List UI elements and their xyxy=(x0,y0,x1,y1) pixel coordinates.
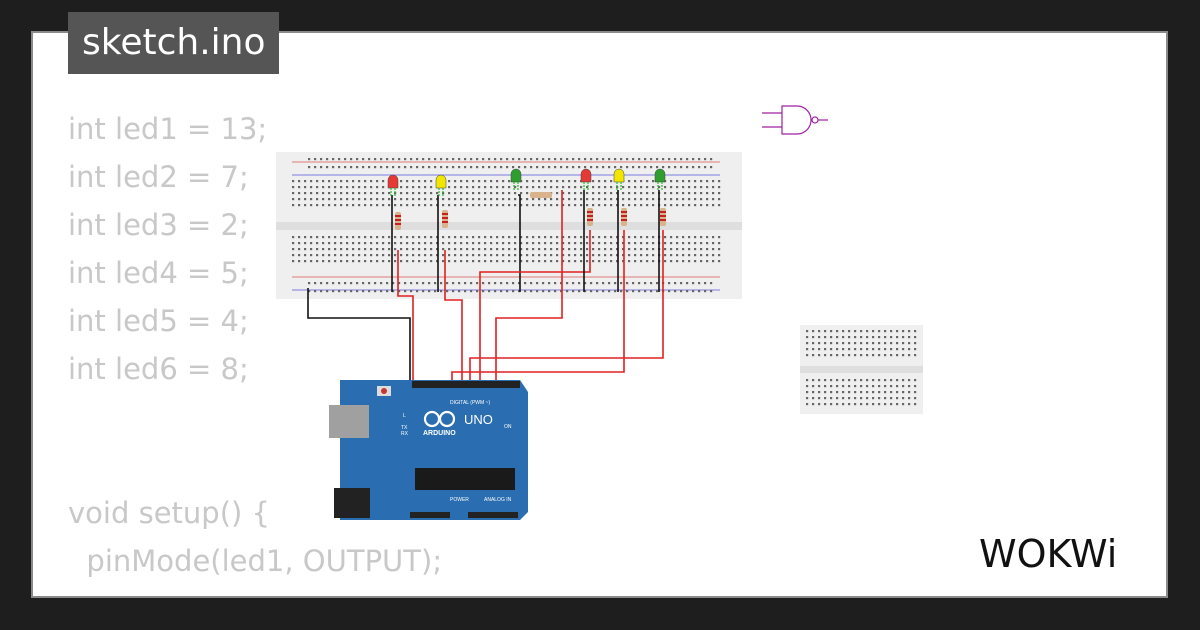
resistor-band xyxy=(442,213,448,215)
resistor-band xyxy=(442,217,448,219)
resistor-band xyxy=(660,215,666,217)
on-label: ON xyxy=(504,424,512,430)
code-line: pinMode(led1, OUTPUT); xyxy=(68,544,443,578)
rx-label: RX xyxy=(401,431,409,437)
digital-label: DIGITAL (PWM ~) xyxy=(450,400,490,406)
resistor-band xyxy=(395,219,401,221)
resistor-band xyxy=(660,219,666,221)
code-line: int led2 = 7; xyxy=(68,160,249,194)
code-line: pinMode(led2, OUTPUT); xyxy=(68,585,442,596)
mini-breadboard xyxy=(800,325,923,414)
leds xyxy=(387,168,666,196)
code-line: int led1 = 13; xyxy=(68,112,268,146)
sketch-filename: sketch.ino xyxy=(68,12,280,74)
led-red xyxy=(387,174,399,189)
resistor-band xyxy=(395,223,401,225)
code-line: int led5 = 4; xyxy=(68,304,249,338)
arduino-brand: ARDUINO xyxy=(423,430,456,437)
resistor-band xyxy=(621,215,627,217)
resistor-band xyxy=(621,211,627,213)
l-label: L xyxy=(403,413,406,419)
resistor-band xyxy=(621,219,627,221)
power-label: POWER xyxy=(450,497,469,503)
led-yellow xyxy=(613,168,625,183)
resistor-band xyxy=(587,215,593,217)
code-line: void setup() { xyxy=(68,496,270,530)
led-yellow xyxy=(435,174,447,189)
wokwi-logo: WOKWi xyxy=(979,532,1117,576)
resistor xyxy=(530,192,552,198)
resistor-band xyxy=(660,211,666,213)
led-green xyxy=(510,168,522,183)
main-breadboard xyxy=(276,152,742,299)
arduino-uno: ARDUINO UNO DIGITAL (PWM ~) POWER ANALOG… xyxy=(329,380,528,520)
led-green xyxy=(654,168,666,183)
wires xyxy=(307,190,664,386)
resistor-band xyxy=(395,215,401,217)
nand-gate xyxy=(762,105,828,135)
led-red xyxy=(580,168,592,183)
code-line: int led4 = 5; xyxy=(68,256,249,290)
code-line: int led6 = 8; xyxy=(68,352,249,386)
tx-label: TX xyxy=(401,425,408,431)
resistor-band xyxy=(587,211,593,213)
resistor-band xyxy=(587,219,593,221)
preview-card: int led1 = 13; int led2 = 7; int led3 = 2;… xyxy=(33,33,1166,596)
arduino-model: UNO xyxy=(464,412,493,427)
code-preview: int led1 = 13; int led2 = 7; int led3 = 2;… xyxy=(68,105,442,596)
resistor-band xyxy=(442,221,448,223)
code-line: int led3 = 2; xyxy=(68,208,249,242)
resistors xyxy=(395,192,666,230)
analog-label: ANALOG IN xyxy=(484,497,512,503)
svg-text:WOKWi: WOKWi xyxy=(979,532,1117,576)
